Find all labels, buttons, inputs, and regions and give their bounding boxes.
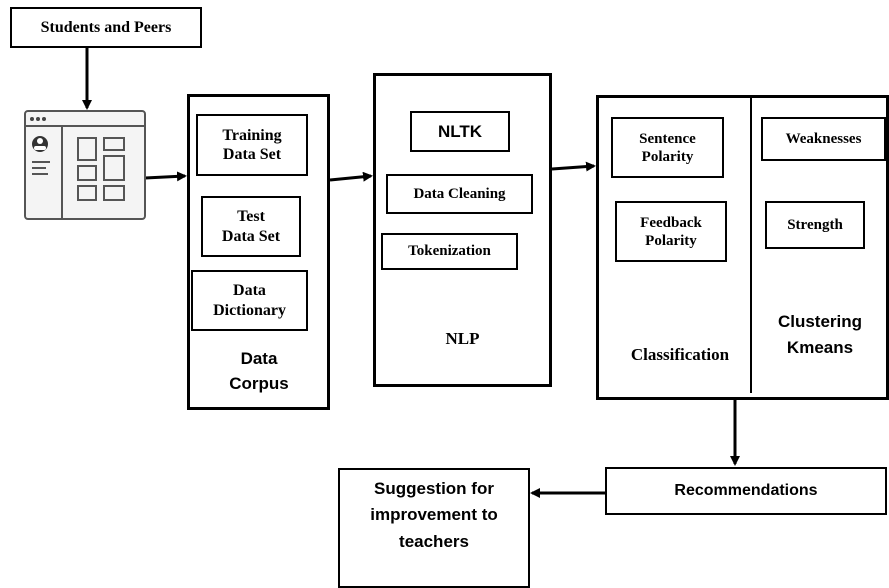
nltk-box: NLTK <box>410 111 510 152</box>
arrow-nlp-to-classification <box>551 161 596 172</box>
training-data-set-label: Training Data Set <box>222 126 282 163</box>
data-cleaning-box: Data Cleaning <box>386 174 533 214</box>
test-data-set-box: Test Data Set <box>201 196 301 257</box>
clustering-kmeans-title: Clustering Kmeans <box>777 312 863 357</box>
sentence-polarity-label: Sentence Polarity <box>639 130 696 165</box>
feedback-polarity-label: Feedback Polarity <box>640 214 702 249</box>
feedback-polarity-box: Feedback Polarity <box>615 201 727 262</box>
arrow-corpus-to-nlp <box>329 171 373 182</box>
data-dictionary-label: Data Dictionary <box>213 282 286 319</box>
tokenization-box: Tokenization <box>381 233 518 270</box>
students-and-peers-label: Students and Peers <box>40 18 172 36</box>
app-window-icon <box>24 110 146 220</box>
weaknesses-label: Weaknesses <box>785 130 862 147</box>
data-corpus-title: Data Corpus <box>229 349 289 393</box>
suggestion-box <box>338 468 530 588</box>
nlp-title: NLP <box>445 329 480 348</box>
sentence-polarity-box: Sentence Polarity <box>611 117 724 178</box>
strength-box: Strength <box>765 201 865 249</box>
weaknesses-box: Weaknesses <box>761 117 886 161</box>
training-data-set-box: Training Data Set <box>196 114 308 176</box>
strength-label: Strength <box>787 216 843 233</box>
tokenization-label: Tokenization <box>408 243 491 259</box>
panel-divider <box>750 97 752 393</box>
suggestion-label: Suggestion for improvement to teachers <box>370 479 498 551</box>
classification-title: Classification <box>630 345 730 364</box>
arrow-app-to-corpus <box>144 171 187 182</box>
recommendations-label: Recommendations <box>674 482 818 499</box>
data-dictionary-box: Data Dictionary <box>191 270 308 331</box>
students-and-peers-box: Students and Peers <box>10 7 202 48</box>
test-data-set-label: Test Data Set <box>221 208 281 245</box>
nltk-label: NLTK <box>437 121 483 141</box>
recommendations-box: Recommendations <box>605 467 887 515</box>
data-cleaning-label: Data Cleaning <box>413 185 506 202</box>
